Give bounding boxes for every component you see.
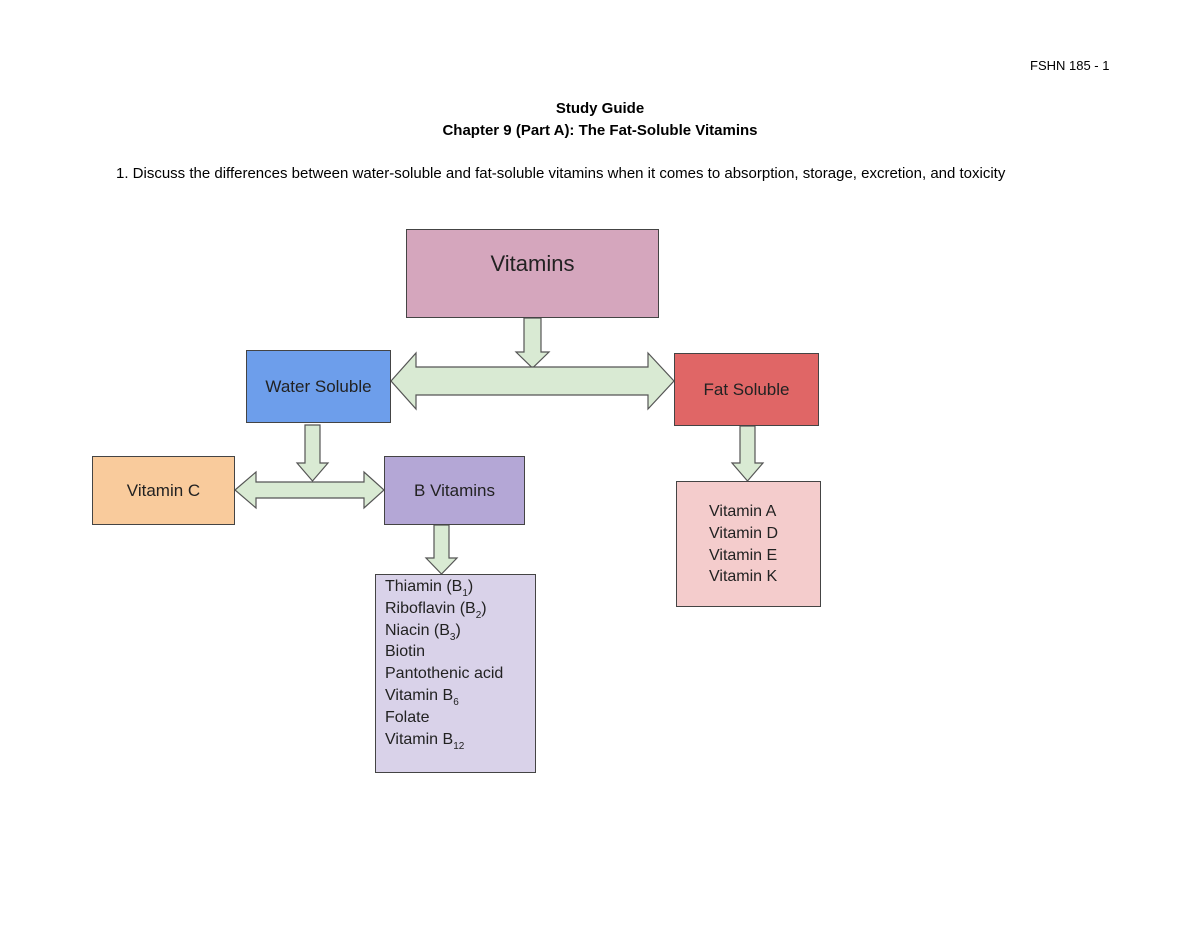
vitamins-box: Vitamins — [406, 229, 659, 318]
arrow-vitamins-down — [514, 317, 551, 369]
list-item: Folate — [385, 708, 430, 726]
list-item: Vitamin D — [709, 524, 779, 542]
page-title: Study Guide Chapter 9 (Part A): The Fat-… — [0, 98, 1200, 142]
vitamin-c-box: Vitamin C — [92, 456, 235, 525]
title-line-2: Chapter 9 (Part A): The Fat-Soluble Vita… — [442, 122, 758, 139]
list-item: Vitamin A — [709, 503, 777, 520]
arrow-fat-down — [730, 425, 765, 482]
list-item: Vitamin B12 — [385, 730, 465, 752]
title-line-1: Study Guide — [555, 100, 645, 117]
list-item: Thiamin (B1) — [385, 578, 474, 599]
question-1: 1. Discuss the differences between water… — [116, 165, 1006, 182]
fat-soluble-box: Fat Soluble — [674, 353, 819, 426]
list-item: Riboflavin (B2) — [385, 599, 487, 621]
arrow-water-down — [295, 424, 330, 482]
list-item: Vitamin E — [709, 546, 778, 564]
list-item: Vitamin B6 — [385, 686, 459, 708]
arrow-bvit-down — [424, 524, 459, 575]
list-item: Biotin — [385, 643, 426, 661]
list-item: Pantothenic acid — [385, 665, 504, 683]
course-code: FSHN 185 - 1 — [1030, 58, 1110, 73]
b-vitamins-box: B Vitamins — [384, 456, 525, 525]
water-soluble-box: Water Soluble — [246, 350, 391, 423]
b-vitamins-list: Thiamin (B1) Riboflavin (B2) Niacin (B3)… — [375, 574, 536, 773]
list-item: Vitamin K — [709, 568, 778, 586]
list-item: Niacin (B3) — [385, 621, 461, 643]
fat-soluble-list: Vitamin A Vitamin D Vitamin E Vitamin K — [676, 481, 821, 607]
